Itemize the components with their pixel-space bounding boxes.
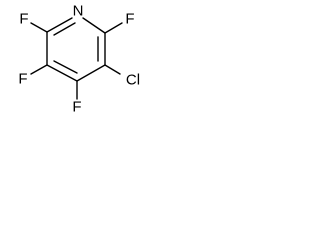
bond-c5-f bbox=[30, 64, 48, 75]
atom-label-fluorine-bottom: F bbox=[72, 99, 81, 116]
bond-c2-f bbox=[104, 22, 123, 34]
atom-label-fluorine-left-lower: F bbox=[18, 71, 27, 88]
atom-label-nitrogen: N bbox=[73, 3, 84, 20]
atom-label-fluorine-left-upper: F bbox=[19, 11, 28, 28]
bond-c3-c4 bbox=[76, 64, 106, 82]
bond-c6-f bbox=[30, 22, 48, 33]
bond-n-c6-double bbox=[53, 22, 76, 36]
bond-c4-c5 bbox=[46, 64, 78, 82]
atom-label-chlorine: Cl bbox=[126, 72, 140, 89]
atom-label-fluorine-right-upper: F bbox=[125, 11, 134, 28]
bond-c3-cl bbox=[104, 64, 121, 75]
pyridine-structure-diagram: N F F F Cl F bbox=[18, 3, 140, 116]
bond-c4-c5-double bbox=[53, 60, 78, 74]
bond-n-c2 bbox=[82, 17, 106, 34]
bond-n-c6 bbox=[46, 17, 73, 33]
